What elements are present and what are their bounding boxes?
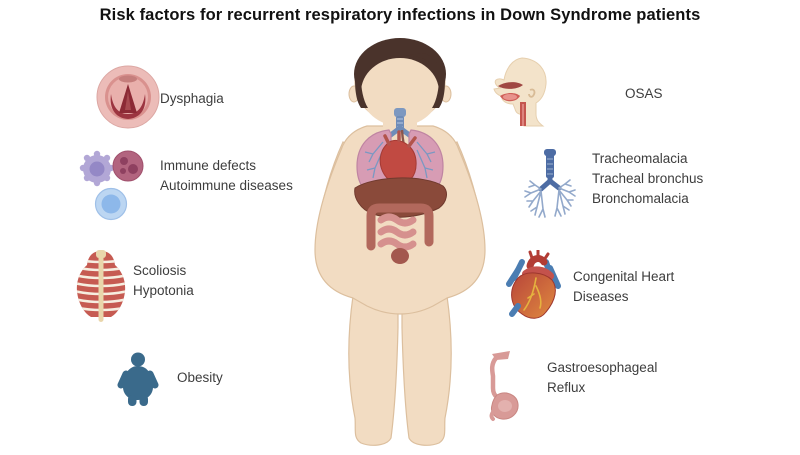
label-line: Reflux	[547, 380, 586, 395]
label-reflux: Gastroesophageal Reflux	[547, 358, 657, 398]
label-scoliosis: Scoliosis Hypotonia	[133, 261, 194, 301]
bronchial-tree-icon	[517, 145, 583, 232]
diagram-title: Risk factors for recurrent respiratory i…	[99, 6, 701, 24]
stomach-esophagus-icon	[486, 350, 524, 427]
label-line: Gastroesophageal	[547, 360, 658, 375]
label-tracheomalacia: Tracheomalacia Tracheal bronchus Broncho…	[592, 149, 703, 209]
label-line: Autoimmune diseases	[160, 178, 293, 193]
ribcage-icon	[74, 247, 128, 328]
label-line: Immune defects	[160, 158, 257, 173]
label-obesity: Obesity	[177, 368, 223, 388]
head-airway-profile-icon	[486, 56, 548, 133]
down-syndrome-child-figure	[303, 38, 497, 450]
label-line: Congenital Heart	[573, 269, 675, 284]
label-osas: OSAS	[625, 84, 663, 104]
larynx-icon	[95, 64, 161, 135]
label-congenital-heart: Congenital Heart Diseases	[573, 267, 674, 307]
label-line: OSAS	[625, 86, 663, 101]
label-line: Diseases	[573, 289, 629, 304]
label-line: Dysphagia	[160, 91, 224, 106]
label-immune: Immune defects Autoimmune diseases	[160, 156, 293, 196]
label-line: Scoliosis	[133, 263, 187, 278]
label-dysphagia: Dysphagia	[160, 89, 224, 109]
label-line: Hypotonia	[133, 283, 194, 298]
label-line: Bronchomalacia	[592, 191, 689, 206]
child-body-illustration	[314, 38, 486, 446]
label-line: Tracheomalacia	[592, 151, 688, 166]
label-line: Obesity	[177, 370, 223, 385]
obese-child-icon	[117, 352, 159, 411]
anatomical-heart-icon	[500, 248, 566, 329]
label-line: Tracheal bronchus	[592, 171, 704, 186]
immune-cells-icon	[76, 145, 148, 228]
